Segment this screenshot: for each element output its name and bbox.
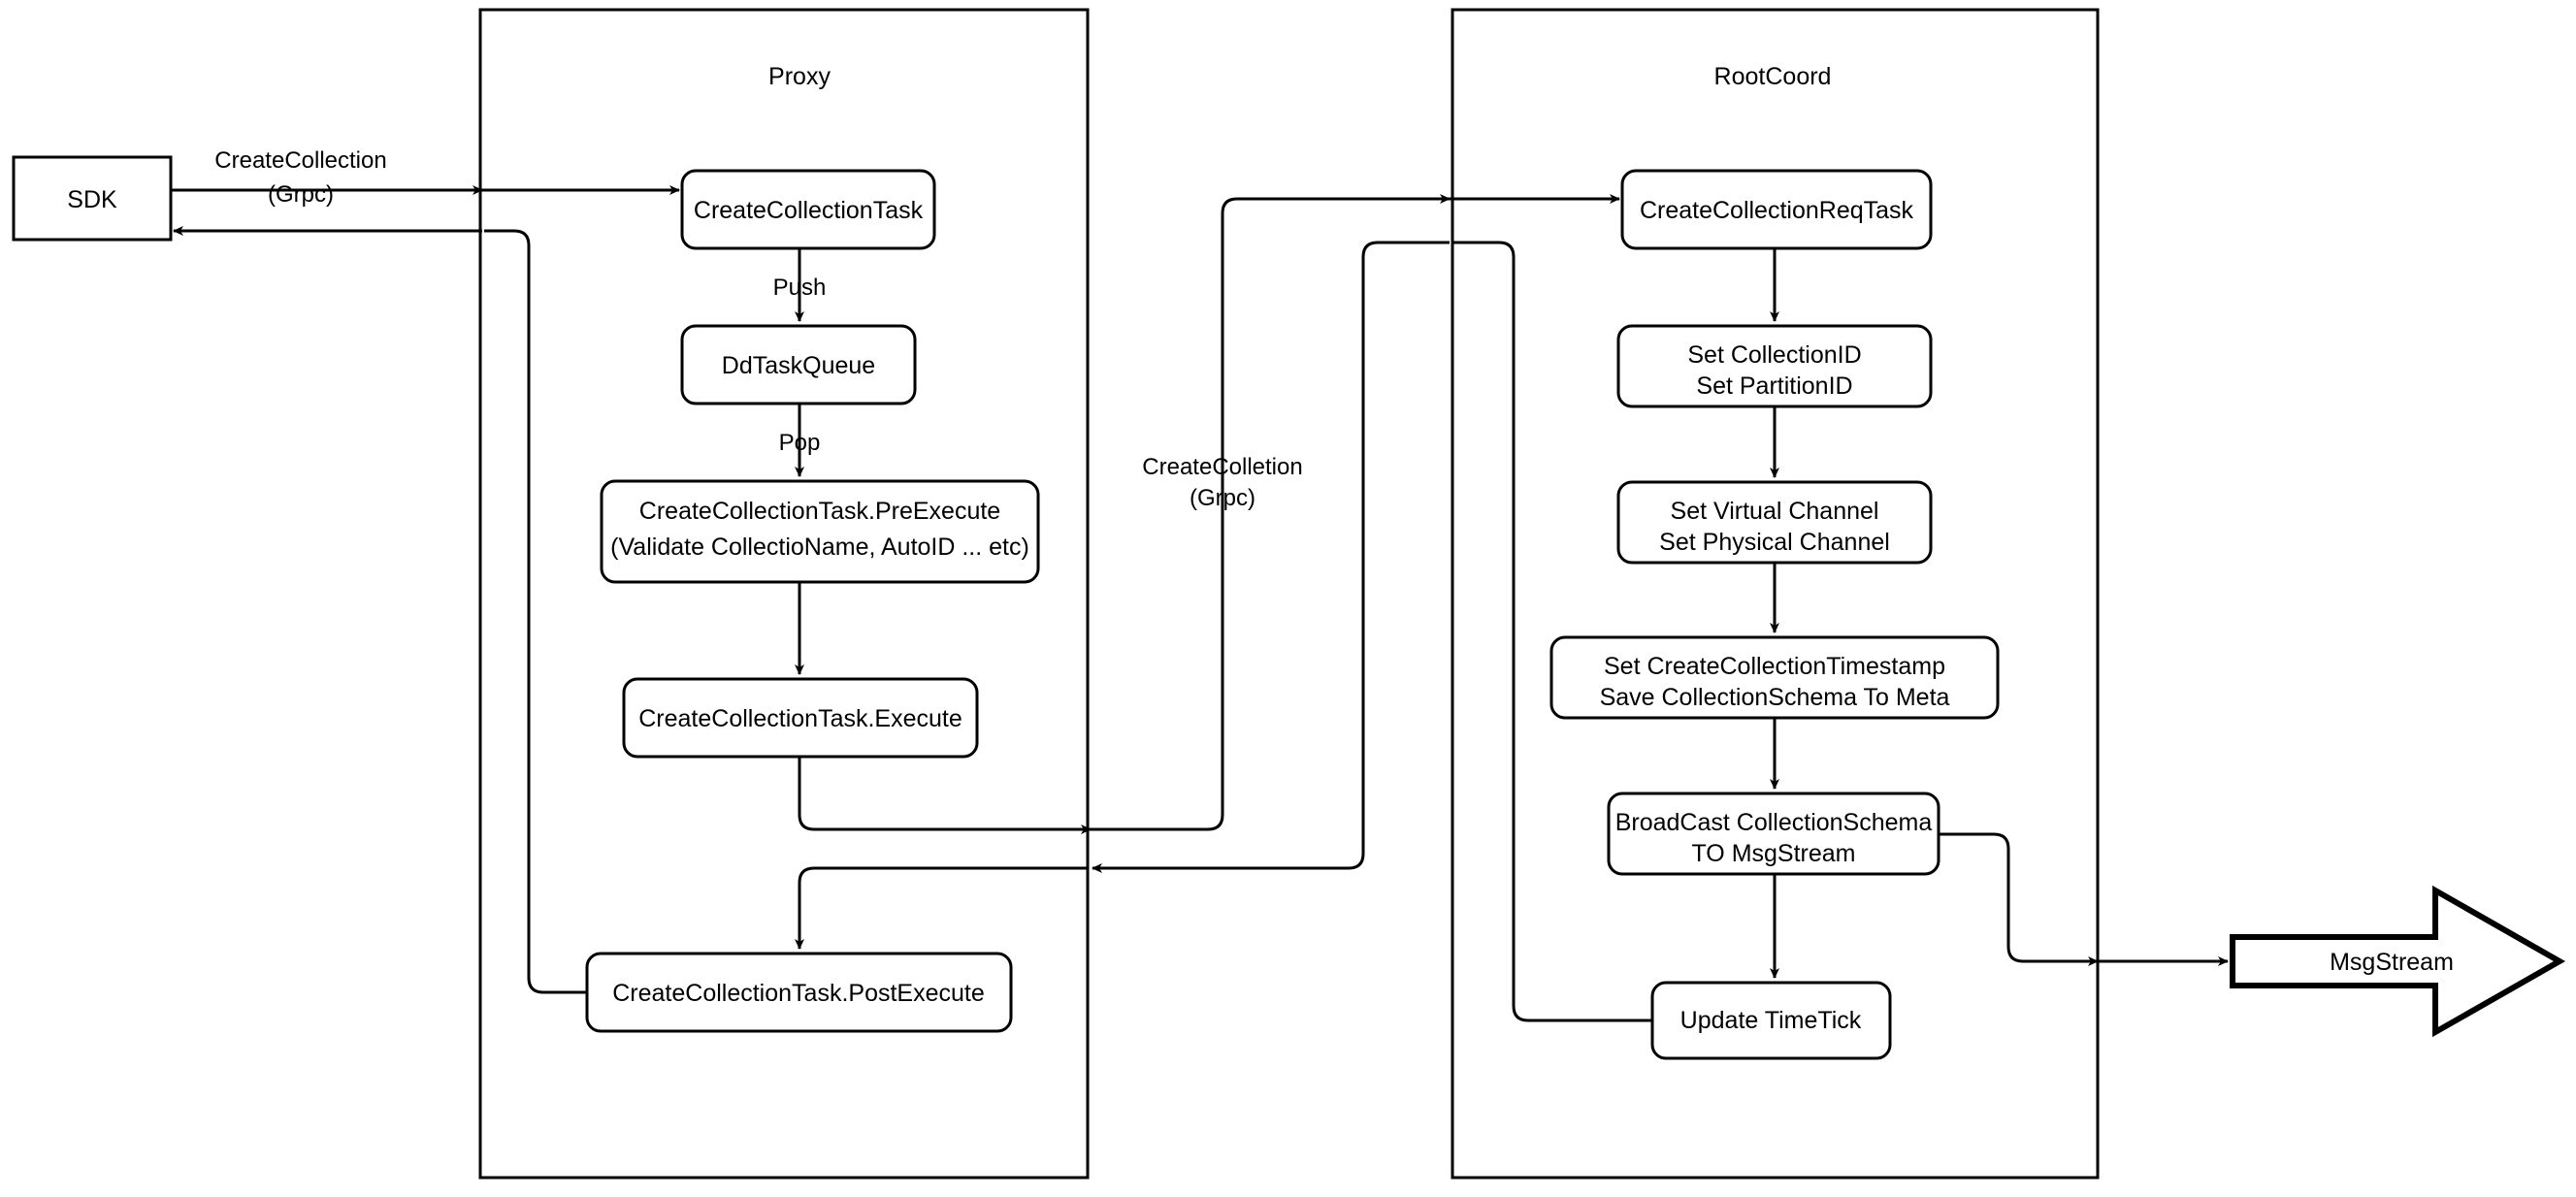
edge-post-execute-to-proxy-boundary [484, 229, 587, 994]
node-set-ids-label-line2: Set PartitionID [1696, 372, 1852, 400]
edge-rootcoord-to-proxy-return [1092, 241, 1450, 873]
node-post-execute-label: CreateCollectionTask.PostExecute [612, 980, 985, 1007]
node-set-channels-label-line2: Set Physical Channel [1659, 529, 1890, 556]
node-create-collection-task[interactable]: CreateCollectionTask [680, 169, 936, 250]
node-msgstream[interactable]: MsgStream [2230, 885, 2566, 1038]
edge-timetick-to-rootcoord-boundary [1452, 241, 1652, 1022]
edge-label-sdk-create-collection-line2: (Grpc) [268, 181, 334, 208]
node-set-channels[interactable]: Set Virtual Channel Set Physical Channel [1616, 480, 1933, 565]
node-set-ids-label-line1: Set CollectionID [1687, 341, 1861, 369]
edge-label-pop: Pop [779, 430, 821, 456]
node-set-channels-label-line1: Set Virtual Channel [1671, 498, 1879, 525]
node-msgstream-shape[interactable] [2230, 885, 2566, 1038]
node-dd-task-queue[interactable]: DdTaskQueue [680, 324, 917, 405]
node-post-execute[interactable]: CreateCollectionTask.PostExecute [585, 952, 1013, 1033]
node-sdk[interactable]: SDK [12, 155, 173, 242]
node-sdk-box[interactable] [12, 155, 173, 242]
node-execute-label: CreateCollectionTask.Execute [638, 705, 962, 732]
node-broadcast-label-line1: BroadCast CollectionSchema [1615, 809, 1933, 836]
node-save-meta-label-line2: Save CollectionSchema To Meta [1600, 684, 1950, 711]
node-create-collection-task-label: CreateCollectionTask [694, 197, 924, 224]
swimlane-rootcoord-title: RootCoord [1714, 63, 1832, 90]
swimlane-proxy-title: Proxy [768, 63, 831, 90]
node-broadcast[interactable]: BroadCast CollectionSchema TO MsgStream [1607, 792, 1940, 876]
node-create-collection-req-task-label: CreateCollectionReqTask [1640, 197, 1914, 224]
node-save-meta[interactable]: Set CreateCollectionTimestamp Save Colle… [1549, 635, 2000, 720]
node-pre-execute-box[interactable] [600, 479, 1040, 584]
node-msgstream-label: MsgStream [2330, 949, 2454, 976]
edge-label-push: Push [773, 275, 827, 301]
edge-execute-to-proxy-boundary [798, 757, 1092, 834]
edge-label-sdk-create-collection-line1: CreateCollection [214, 147, 386, 174]
edge-proxy-to-rootcoord-grpc [1091, 194, 1451, 831]
node-execute[interactable]: CreateCollectionTask.Execute [622, 677, 979, 759]
node-create-collection-req-task-box[interactable] [1620, 169, 1933, 250]
edge-broadcast-to-rootcoord-boundary [1939, 832, 2099, 966]
node-sdk-label: SDK [67, 186, 117, 213]
node-broadcast-label-line2: TO MsgStream [1691, 840, 1855, 867]
node-create-collection-req-task[interactable]: CreateCollectionReqTask [1620, 169, 1933, 250]
node-save-meta-label-line1: Set CreateCollectionTimestamp [1604, 653, 1945, 680]
node-dd-task-queue-label: DdTaskQueue [722, 352, 875, 379]
node-create-collection-task-box[interactable] [680, 169, 936, 250]
edge-proxy-boundary-to-post-execute [795, 866, 1087, 950]
node-pre-execute-label-line2: (Validate CollectioName, AutoID ... etc) [610, 534, 1029, 561]
node-update-timetick[interactable]: Update TimeTick [1650, 981, 1892, 1060]
node-set-ids[interactable]: Set CollectionID Set PartitionID [1616, 324, 1933, 408]
edge-label-create-colletion-line1: CreateColletion [1142, 454, 1302, 480]
node-pre-execute[interactable]: CreateCollectionTask.PreExecute (Validat… [600, 479, 1040, 584]
node-update-timetick-label: Update TimeTick [1680, 1007, 1862, 1034]
edge-label-create-colletion-line2: (Grpc) [1190, 485, 1255, 511]
node-pre-execute-label-line1: CreateCollectionTask.PreExecute [639, 498, 1000, 525]
